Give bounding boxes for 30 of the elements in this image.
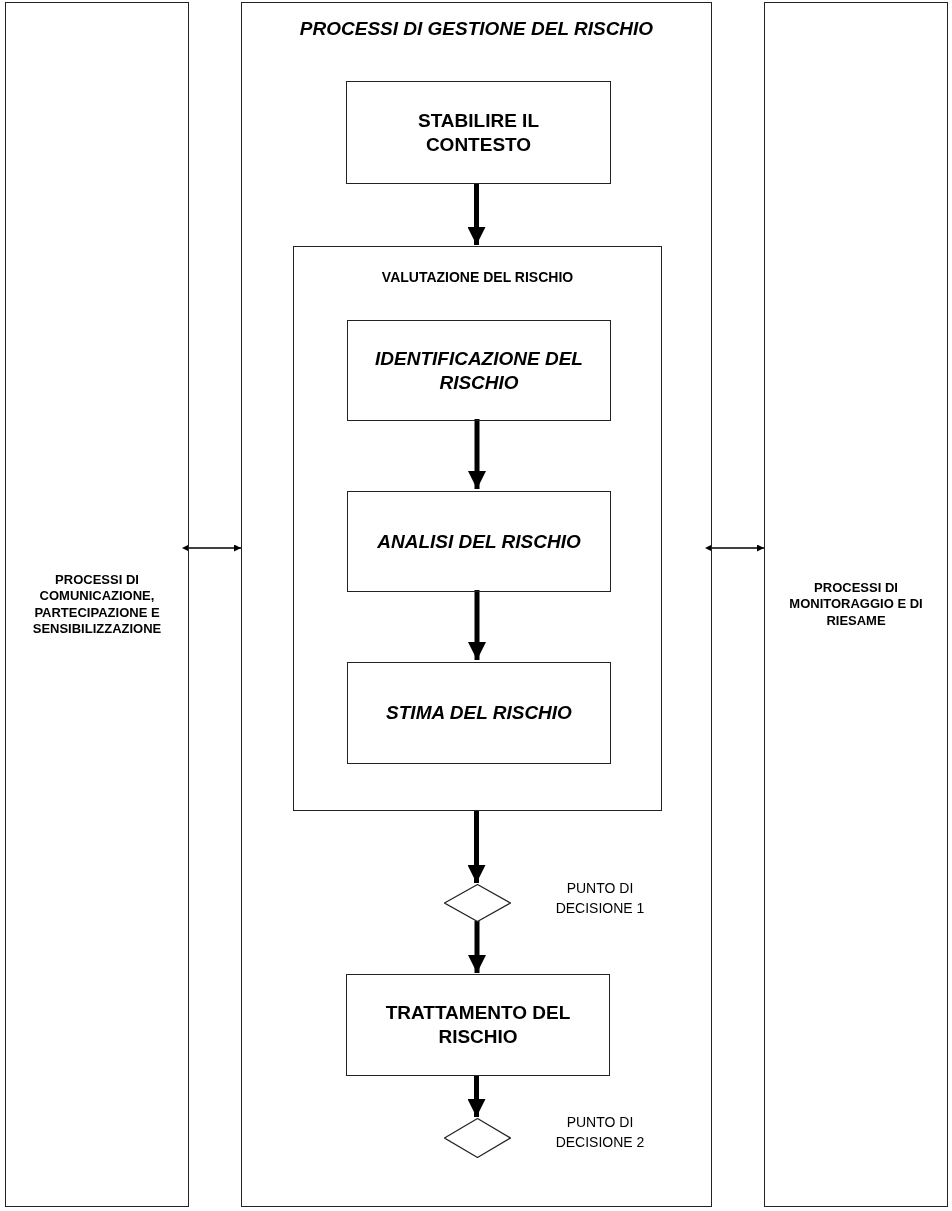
process-box [347,662,611,764]
node-label: STABILIRE IL CONTESTO [416,108,540,157]
decision-label: PUNTO DI DECISIONE 2 [554,1113,646,1153]
process-panel [241,2,712,1207]
node-label: TRATTAMENTO DEL RISCHIO [384,1001,572,1049]
group-box [293,246,662,811]
decision-diamond [444,884,511,922]
node-label: PROCESSI DI COMUNICAZIONE, PARTECIPAZIONE E SENSIBILIZZAZIONE [31,572,163,637]
node-label: PROCESSI DI MONITORAGGIO E DI RIESAME [788,580,924,629]
side-panel [5,2,189,1207]
process-box [347,491,611,592]
heading: PROCESSI DI GESTIONE DEL RISCHIO [298,17,655,41]
process-box [346,81,611,184]
side-panel [764,2,948,1207]
heading: VALUTAZIONE DEL RISCHIO [380,269,575,287]
node-label: STIMA DEL RISCHIO [385,701,573,725]
arrow [182,544,242,552]
decision-diamond [444,1118,511,1158]
arrow [467,1075,486,1117]
decision-label: PUNTO DI DECISIONE 1 [554,879,646,919]
arrow [467,183,486,245]
node-label: IDENTIFICAZIONE DEL RISCHIO [374,346,584,395]
arrow [468,590,486,660]
node-label: ANALISI DEL RISCHIO [376,529,582,554]
arrow [468,419,486,489]
process-box [347,320,611,421]
arrow [467,810,486,883]
process-box [346,974,610,1076]
arrow [705,544,765,552]
arrow [468,921,486,973]
